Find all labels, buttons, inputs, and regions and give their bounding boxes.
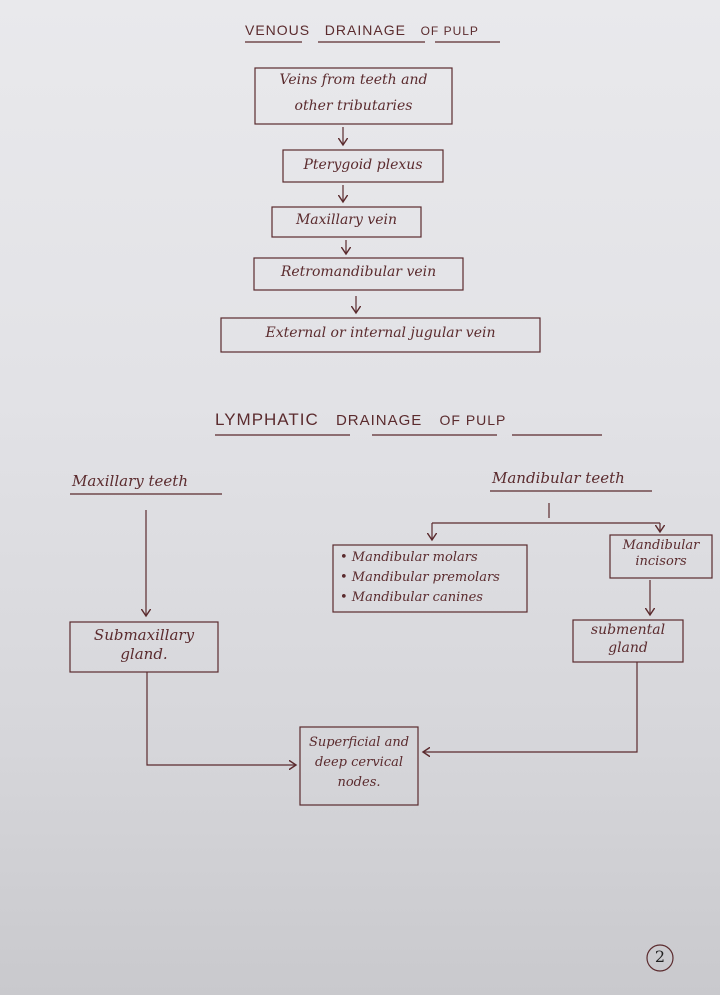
posterior-teeth-list: • Mandibular molars • Mandibular premola… bbox=[340, 548, 500, 608]
title-word: VENOUS bbox=[245, 22, 311, 38]
box-retromandibular-vein bbox=[253, 257, 464, 291]
box-line: Superficial and bbox=[308, 735, 410, 750]
box-line: submental bbox=[590, 622, 666, 638]
list-item: • Mandibular canines bbox=[340, 590, 483, 605]
box-line: nodes. bbox=[337, 775, 381, 790]
maxillary-teeth-label: Maxillary teeth bbox=[72, 472, 188, 490]
incisors-label: Mandibular incisors bbox=[610, 538, 712, 571]
list-item: • Mandibular molars bbox=[340, 550, 478, 565]
box-submaxillary-gland bbox=[69, 621, 219, 673]
submental-label: submental gland bbox=[573, 622, 683, 657]
pterygoid-plexus-label: Pterygoid plexus bbox=[303, 157, 423, 173]
venous-title: VENOUS DRAINAGE OF PULP bbox=[245, 22, 479, 38]
title-word: DRAINAGE bbox=[335, 412, 423, 429]
box-maxillary-vein bbox=[271, 206, 422, 238]
box-mandibular-incisors bbox=[609, 534, 713, 579]
box-line: incisors bbox=[635, 554, 687, 570]
list-item: • Mandibular premolars bbox=[340, 570, 500, 585]
box-line: gland bbox=[608, 639, 648, 656]
box-line: Mandibular bbox=[622, 538, 700, 553]
submaxillary-label: Submaxillary gland. bbox=[70, 626, 218, 664]
box-submental-gland bbox=[572, 619, 684, 663]
title-word: OF PULP bbox=[420, 24, 479, 38]
box-line: Veins from teeth and bbox=[279, 72, 428, 88]
box-line: gland. bbox=[120, 644, 168, 663]
box-line: Submaxillary bbox=[93, 626, 195, 644]
title-word: OF PULP bbox=[439, 412, 507, 428]
box-cervical-nodes bbox=[299, 726, 419, 806]
veins-box-text: Veins from teeth and other tributaries bbox=[255, 72, 452, 115]
title-word: LYMPHATIC bbox=[215, 410, 319, 429]
lymphatic-title: LYMPHATIC DRAINAGE OF PULP bbox=[215, 410, 506, 430]
box-posterior-teeth bbox=[332, 544, 528, 613]
cervical-nodes-label: Superficial and deep cervical nodes. bbox=[300, 733, 418, 793]
jugular-vein-label: External or internal jugular vein bbox=[265, 325, 496, 341]
box-jugular-vein bbox=[220, 317, 541, 353]
title-word: DRAINAGE bbox=[324, 22, 406, 38]
mandibular-teeth-label: Mandibular teeth bbox=[492, 469, 625, 487]
box-line: other tributaries bbox=[294, 97, 413, 114]
retromandibular-vein-label: Retromandibular vein bbox=[280, 264, 437, 280]
page-number-circle bbox=[646, 944, 674, 972]
box-line: deep cervical bbox=[314, 755, 404, 770]
page-number: 2 bbox=[654, 947, 666, 966]
box-pterygoid-plexus bbox=[282, 149, 444, 183]
box-veins-from-teeth bbox=[254, 67, 453, 125]
maxillary-vein-label: Maxillary vein bbox=[295, 212, 398, 228]
